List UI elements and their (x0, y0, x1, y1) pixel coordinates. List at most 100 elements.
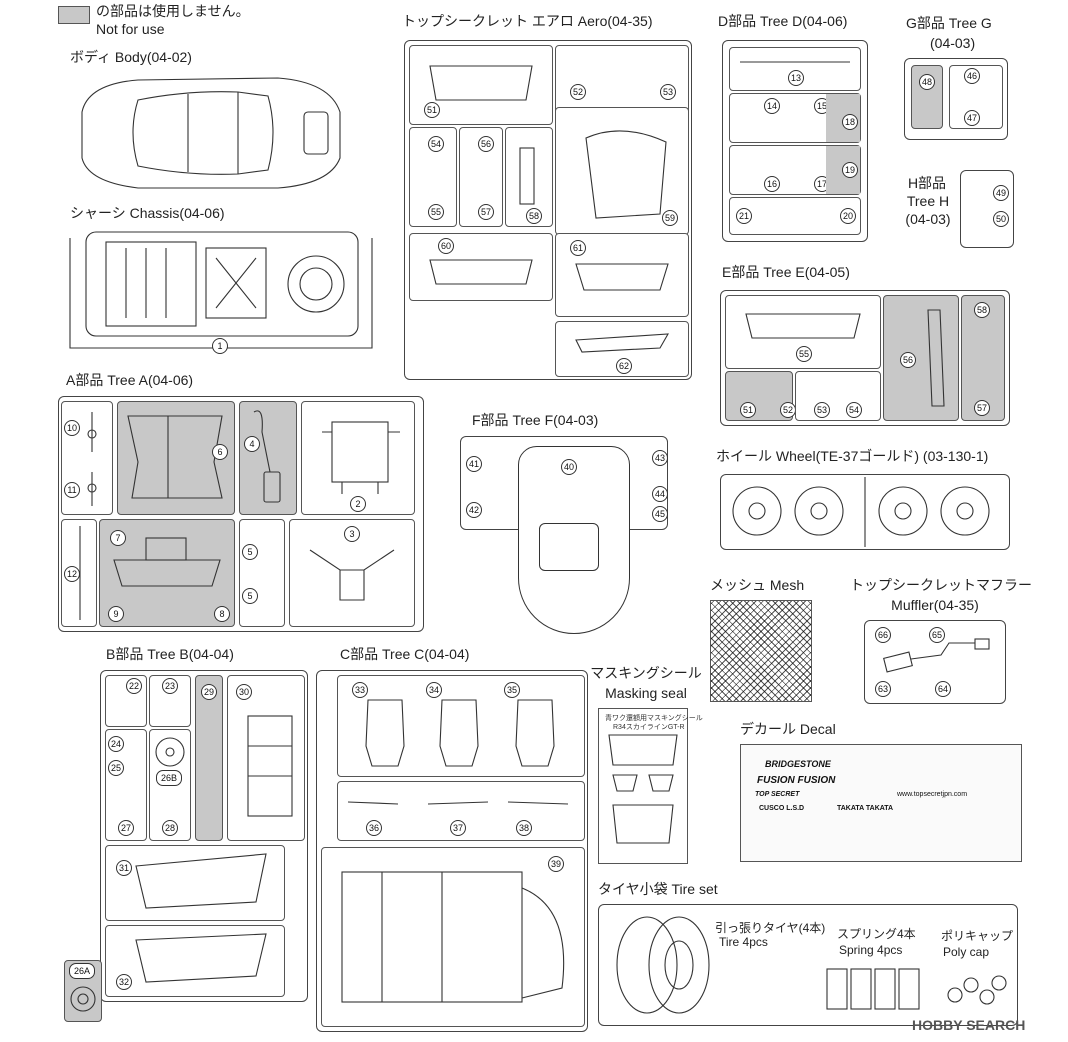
part-number-39: 39 (548, 856, 564, 872)
spring-icon (826, 968, 920, 1010)
pedal-drawing (253, 410, 281, 503)
wheel-icon (940, 486, 990, 536)
part-number-57a: 57 (478, 204, 494, 220)
decal-url: www.topsecretjpn.com (897, 791, 968, 798)
tree-e-cell-55: 55 (725, 295, 881, 369)
part-number-56a: 56 (478, 136, 494, 152)
part-number-46: 46 (964, 68, 980, 84)
part-number-53b: 53 (814, 402, 830, 418)
tree-c-runner: 33 34 35 36 37 38 39 (316, 670, 588, 1032)
part-number-58b: 58 (974, 302, 990, 318)
tire-label-jp: 引っ張りタイヤ(4本) (715, 921, 826, 935)
rear-diffuser-drawing (745, 313, 861, 339)
part-number-6: 6 (212, 444, 228, 460)
poly-label-en: Poly cap (943, 945, 990, 959)
decal-sheet: BRIDGESTONE FUSION FUSION TOP SECRET CUS… (740, 744, 1022, 862)
part-number-26b: 26B (156, 770, 182, 786)
body-title: ボディ Body(04-02) (70, 49, 192, 65)
part-number-10: 10 (64, 420, 80, 436)
part-number-58a: 58 (526, 208, 542, 224)
part-number-31: 31 (116, 860, 132, 876)
tree-a-cell-5: 5 5 (239, 519, 285, 627)
tire-set-drawing (616, 916, 1007, 1014)
wing-drawing (927, 309, 945, 407)
not-for-use-swatch (58, 6, 90, 24)
wheel-icon (878, 486, 928, 536)
part-number-34: 34 (426, 682, 442, 698)
front-bumper-drawing (429, 65, 533, 101)
tree-d-cell-16-17: 16 17 19 (729, 145, 861, 195)
wheel-icon (794, 486, 844, 536)
part-number-21: 21 (736, 208, 752, 224)
engine-drawing (322, 421, 400, 494)
rods-drawing (347, 801, 569, 805)
part-number-23: 23 (162, 678, 178, 694)
decal-title: デカール Decal (740, 721, 836, 737)
tree-h-title-2: Tree H (906, 193, 950, 209)
muffler-title-2: Muffler(04-35) (891, 597, 979, 613)
part-number-19: 19 (842, 162, 858, 178)
part-number-51a: 51 (424, 102, 440, 118)
part-number-54b: 54 (846, 402, 862, 418)
chassis-drawing (69, 231, 373, 349)
legend-jp: の部品は使用しません。 (96, 3, 250, 19)
tree-h-runner: 49 50 (960, 170, 1014, 248)
tree-b-cell-32: 32 (105, 925, 285, 997)
part-number-7: 7 (110, 530, 126, 546)
tree-c-rods: 36 37 38 (337, 781, 585, 841)
poly-label-jp: ポリキャップ (941, 929, 1014, 943)
tree-g-runner: 48 46 47 (904, 58, 1008, 140)
door-panel-drawing (135, 853, 267, 909)
part-number-28: 28 (162, 820, 178, 836)
wheel-runner (720, 474, 1010, 550)
part-number-65: 65 (929, 627, 945, 643)
mesh-sheet (710, 600, 812, 702)
part-number-47: 47 (964, 110, 980, 126)
masking-sheet-title-1: 青ワク還額用マスキングシール (605, 715, 703, 722)
tree-a-title: A部品 Tree A(04-06) (66, 372, 194, 388)
tree-e-cell-51-52: 51 52 (725, 371, 796, 421)
tree-b-cell-30: 30 (227, 675, 305, 841)
part-number-32: 32 (116, 974, 132, 990)
part-number-45: 45 (652, 506, 668, 522)
tree-c-seats: 33 34 35 (337, 675, 585, 777)
rear-window-shape (539, 523, 599, 571)
part-number-62: 62 (616, 358, 632, 374)
part-number-36: 36 (366, 820, 382, 836)
watermark: HOBBY SEARCH (912, 1017, 1026, 1033)
part-number-60: 60 (438, 238, 454, 254)
part-number-44: 44 (652, 486, 668, 502)
part-number-27: 27 (118, 820, 134, 836)
tire-icon (616, 916, 710, 1014)
tire-set-title: タイヤ小袋 Tire set (598, 881, 718, 897)
part-number-66: 66 (875, 627, 891, 643)
part-number-12: 12 (64, 566, 80, 582)
aero-cell-58: 58 (505, 127, 553, 227)
part-number-48: 48 (919, 74, 935, 90)
wheel-icon (732, 486, 782, 536)
tree-a-cell-10-11: 10 11 (61, 401, 113, 515)
part-number-52b: 52 (780, 402, 796, 418)
rod-drawing (87, 412, 97, 506)
tree-e-cell-57-58: 58 57 (961, 295, 1005, 421)
part-number-37: 37 (450, 820, 466, 836)
part-number-40: 40 (561, 459, 577, 475)
chassis-runner: 1 (66, 228, 376, 354)
mesh-title: メッシュ Mesh (710, 577, 805, 593)
tree-a-cell-7: 7 9 8 (99, 519, 235, 627)
part-number-1: 1 (212, 338, 228, 354)
part-number-24: 24 (108, 736, 124, 752)
part-number-42: 42 (466, 502, 482, 518)
floor-drawing (127, 415, 223, 499)
decal-bridgestone: BRIDGESTONE (765, 759, 831, 769)
rear-bumper-drawing (575, 263, 669, 291)
legend-en: Not for use (96, 21, 165, 37)
part-number-18: 18 (842, 114, 858, 130)
suspension-drawing (309, 549, 395, 601)
decal-cusco: CUSCO L.S.D (759, 805, 805, 812)
tree-a-cell-6: 6 (117, 401, 235, 515)
muffler-drawing (883, 638, 990, 673)
part-number-13: 13 (788, 70, 804, 86)
tire-set-box: 引っ張りタイヤ(4本) Tire 4pcs スプリング4本 Spring 4pc… (598, 904, 1018, 1026)
body-drawing (81, 77, 341, 189)
